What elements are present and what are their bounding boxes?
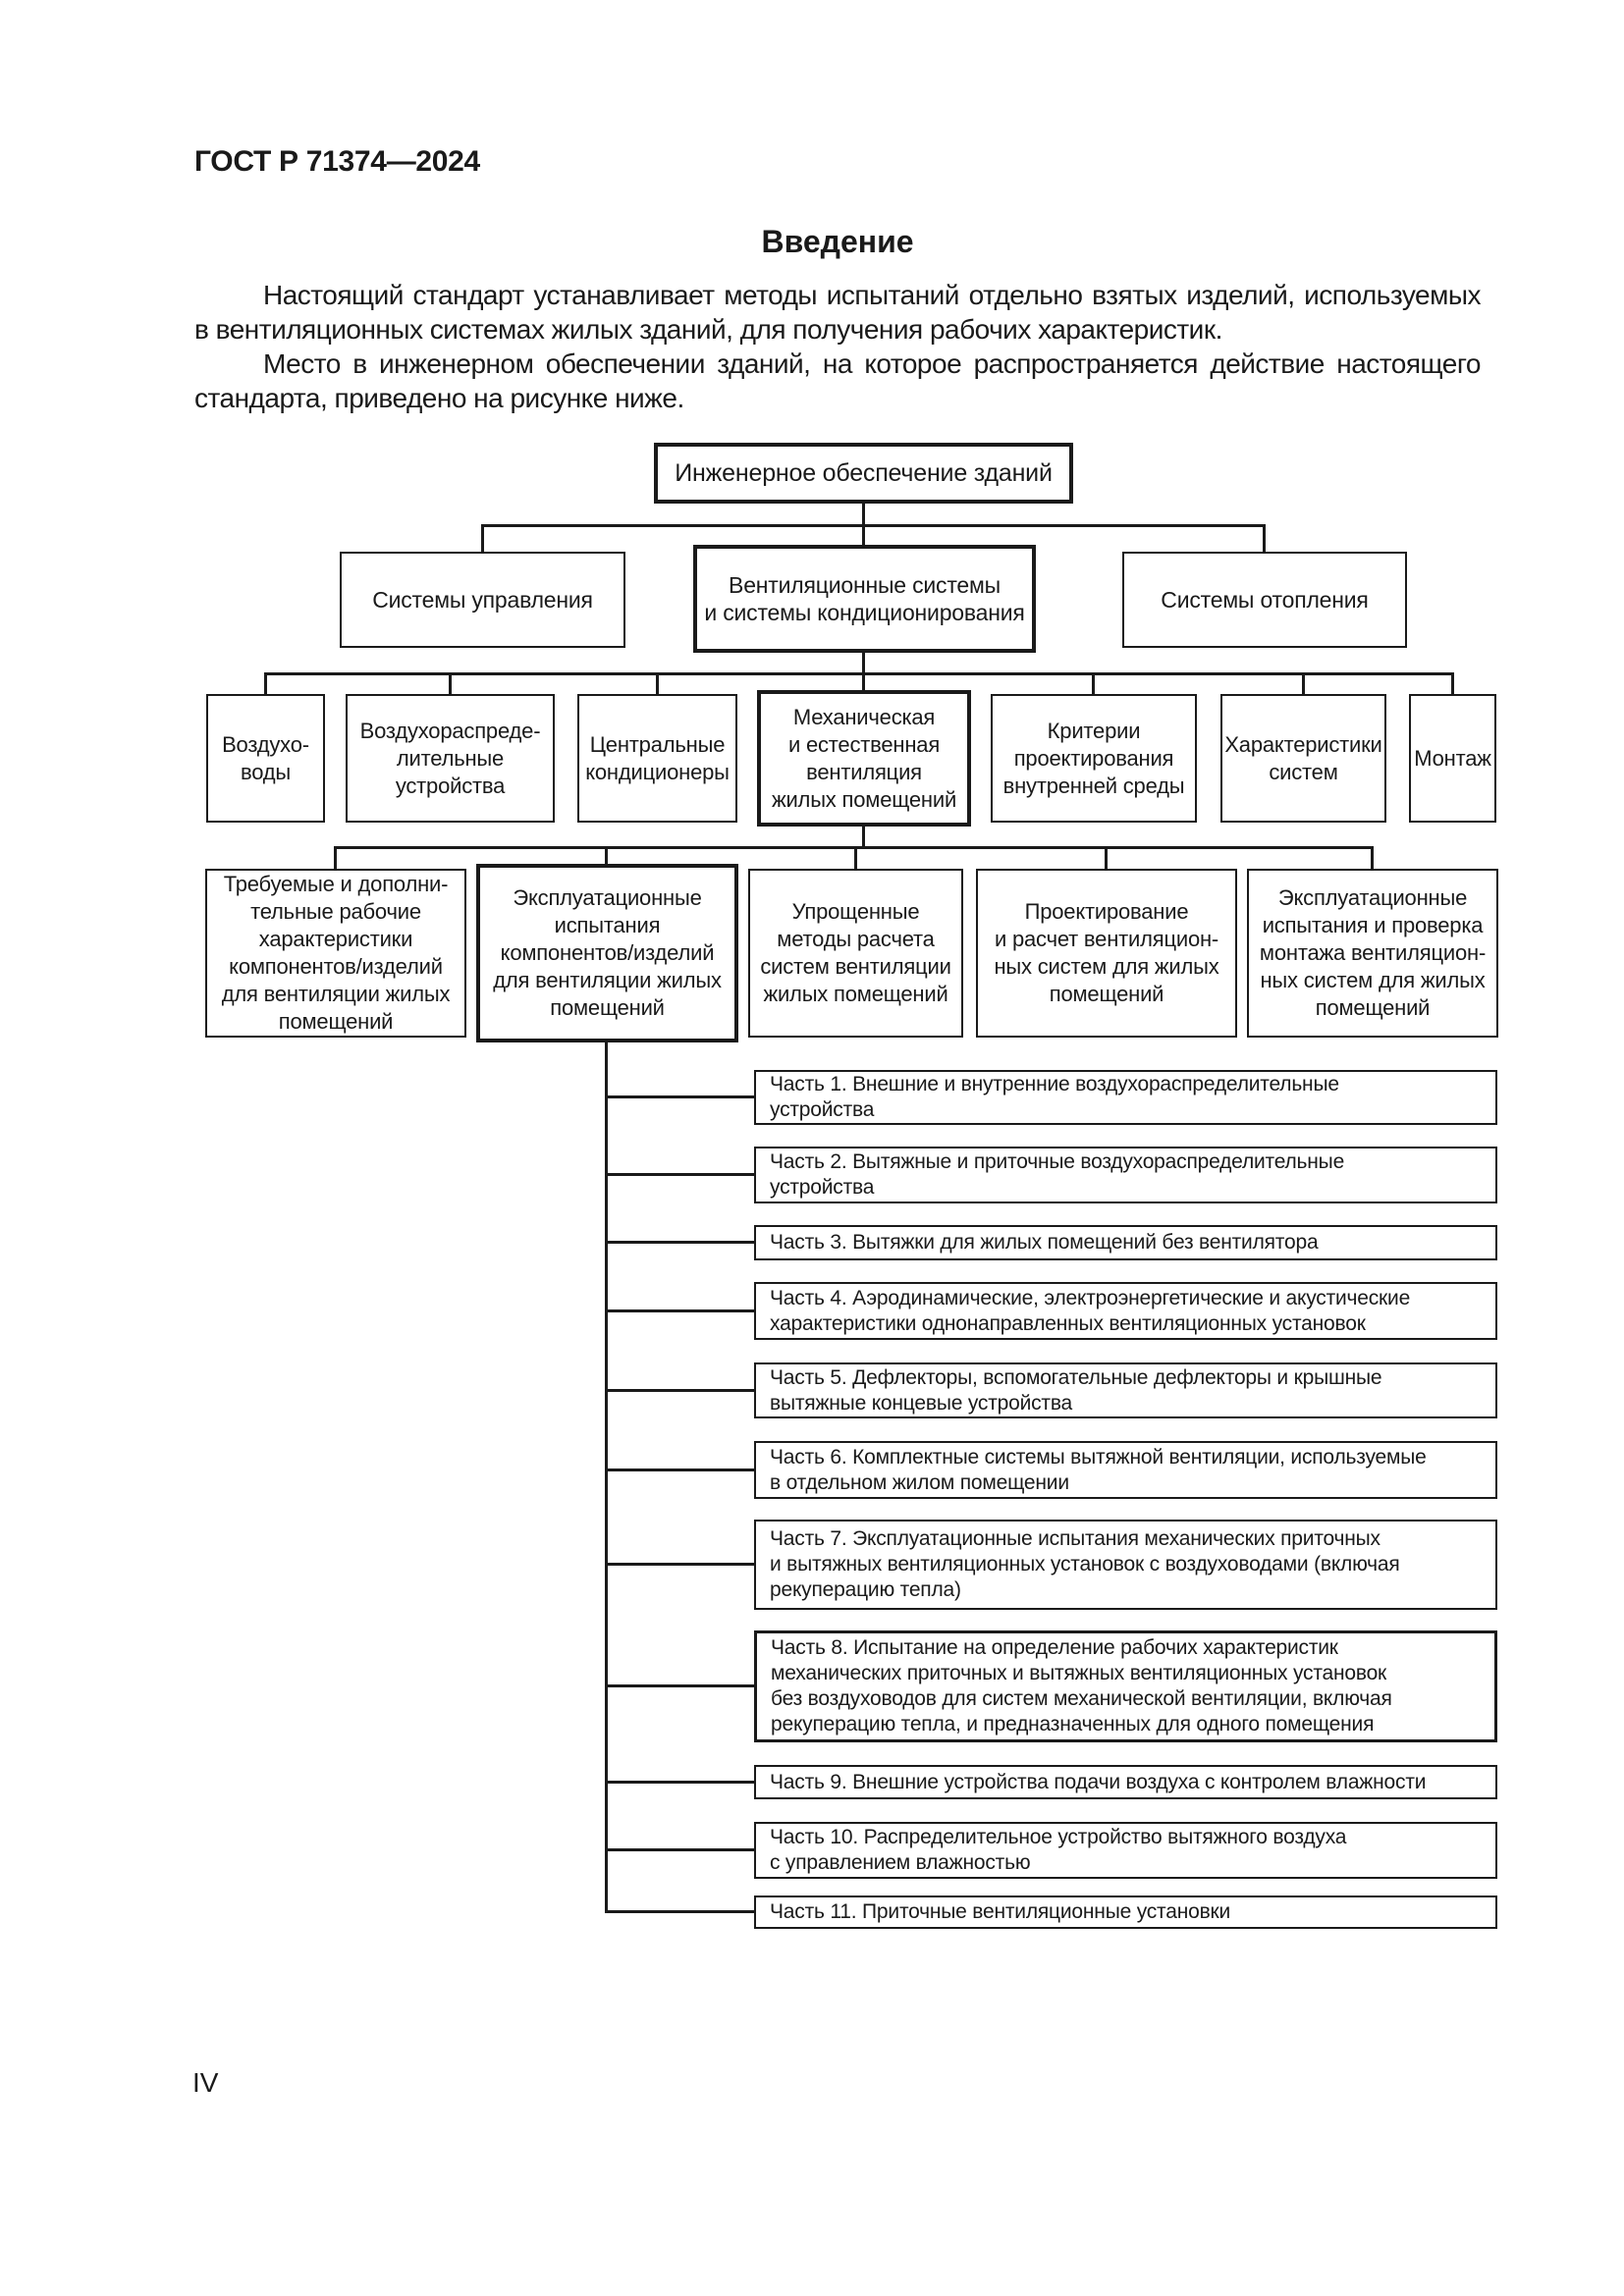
node-operational-tests-of-components: Эксплуатационные испытания компонентов/и… [476,864,738,1042]
connector-line [1451,672,1454,694]
intro-text: Настоящий стандарт устанавливает методы … [194,278,1482,415]
part-box-3: Часть 3. Вытяжки для жилых помещений без… [754,1225,1497,1260]
connector-line [605,1241,756,1244]
connector-line [334,846,337,869]
part-box-10: Часть 10. Распределительное устройство в… [754,1822,1497,1879]
connector-line [264,672,1454,675]
connector-line [605,1468,756,1471]
connector-line [605,1848,756,1851]
node-indoor-environment-design-criteria: Критерии проектирования внутренней среды [991,694,1197,823]
node-ventilation-and-conditioning-systems: Вентиляционные системы и системы кондици… [693,545,1036,653]
connector-line [605,1563,756,1566]
part-box-6: Часть 6. Комплектные системы вытяжной ве… [754,1441,1497,1499]
part-box-11: Часть 11. Приточные вентиляционные устан… [754,1896,1497,1929]
node-installation: Монтаж [1409,694,1496,823]
node-heating-systems: Системы отопления [1122,552,1407,648]
connector-line [605,1173,756,1176]
connector-line [1092,672,1095,694]
part-box-2: Часть 2. Вытяжные и приточные воздухорас… [754,1147,1497,1203]
connector-line [862,827,865,849]
connector-line [605,846,608,864]
page-title: Введение [761,224,914,259]
connector-line [605,1781,756,1784]
node-design-and-calculation: Проектирование и расчет вентиляцион- ных… [976,869,1237,1038]
connector-line [605,1309,756,1312]
intro-paragraph: Настоящий стандарт устанавливает методы … [194,280,1482,345]
connector-line [1371,846,1374,869]
node-building-services: Инженерное обеспечение зданий [654,443,1073,504]
connector-line [605,1910,756,1913]
node-air-ducts: Воздухо- воды [206,694,325,823]
page-number: IV [192,2067,219,2098]
connector-line [656,672,659,694]
node-central-conditioners: Центральные кондиционеры [577,694,737,823]
connector-line [334,846,1374,849]
doc-code: ГОСТ Р 71374—2024 [194,145,480,178]
part-box-9: Часть 9. Внешние устройства подачи возду… [754,1765,1497,1799]
connector-line [862,672,865,690]
node-mechanical-natural-ventilation: Механическая и естественная вентиляция ж… [757,690,971,827]
connector-line [1263,524,1266,552]
part-box-4: Часть 4. Аэродинамические, электроэнерге… [754,1282,1497,1340]
connector-line [1105,846,1108,869]
node-required-performance-characteristics: Требуемые и дополни- тельные рабочие хар… [205,869,466,1038]
connector-line [1302,672,1305,694]
connector-trunk [605,1042,608,1913]
part-box-5: Часть 5. Дефлекторы, вспомогательные деф… [754,1362,1497,1418]
intro-paragraph: Место в инженерном обеспечении зданий, н… [194,348,1482,413]
connector-line [481,524,1266,527]
connector-line [605,1389,756,1392]
connector-line [854,846,857,869]
connector-line [264,672,267,694]
part-box-8: Часть 8. Испытание на определение рабочи… [754,1630,1497,1742]
connector-line [481,524,484,552]
connector-line [605,1095,756,1098]
connector-line [449,672,452,694]
node-system-characteristics: Характеристики систем [1220,694,1386,823]
node-simplified-calculation-methods: Упрощенные методы расчета систем вентиля… [748,869,963,1038]
part-box-7: Часть 7. Эксплуатационные испытания меха… [754,1520,1497,1610]
node-control-systems: Системы управления [340,552,625,648]
node-air-distribution-devices: Воздухораспреде- лительные устройства [346,694,555,823]
connector-line [862,653,865,674]
part-box-1: Часть 1. Внешние и внутренние воздухорас… [754,1070,1497,1125]
node-operational-tests-and-installation-check: Эксплуатационные испытания и проверка мо… [1247,869,1498,1038]
connector-line [605,1684,756,1687]
